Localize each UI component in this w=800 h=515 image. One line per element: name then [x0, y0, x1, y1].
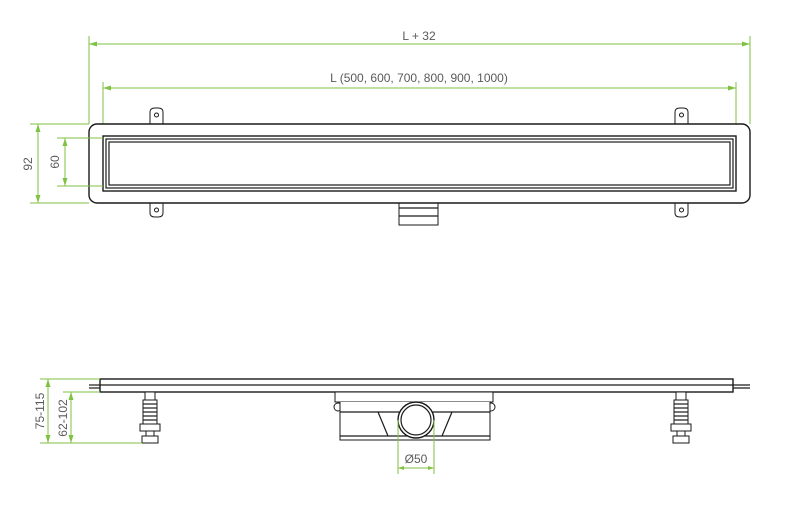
height-inner-label: 62-102	[56, 399, 70, 437]
top-view: L + 32 L (500, 600, 700, 800, 900, 1000)	[21, 29, 751, 226]
outlet-pipe-circle	[397, 401, 435, 439]
drain-channel	[102, 135, 737, 192]
grate-inner	[108, 141, 731, 186]
outer-width-dimension: 92	[21, 123, 89, 204]
inner-width-dimension: 60	[48, 137, 103, 187]
length-options-label: L (500, 600, 700, 800, 900, 1000)	[330, 71, 508, 85]
outlet-diameter-dimension: Ø50	[397, 420, 435, 474]
height-outer-dimension: 75-115	[33, 378, 142, 444]
overall-length-dimension: L + 32	[88, 29, 751, 124]
overall-length-label: L + 32	[402, 29, 436, 43]
height-outer-label: 75-115	[33, 392, 47, 429]
inner-width-label: 60	[48, 155, 62, 169]
length-options-dimension: L (500, 600, 700, 800, 900, 1000)	[102, 71, 737, 136]
outlet-top-view	[398, 202, 439, 226]
adjustable-foot-right	[670, 391, 692, 444]
side-view: 75-115 62-102 Ø50	[33, 378, 750, 474]
outer-width-label: 92	[21, 157, 35, 171]
height-inner-dimension: 62-102	[56, 391, 100, 443]
siphon-trap	[333, 391, 496, 441]
grate-outline	[105, 138, 734, 189]
mounting-brackets-top	[149, 107, 689, 218]
adjustable-foot-left	[139, 391, 161, 444]
outlet-diameter-label: Ø50	[405, 452, 428, 466]
